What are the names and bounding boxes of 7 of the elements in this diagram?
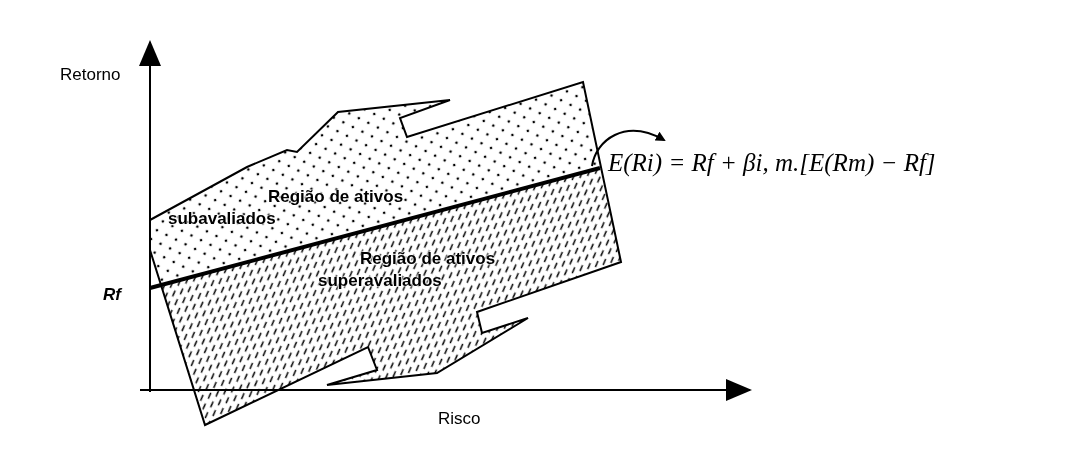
axis-label: Retorno — [60, 64, 121, 86]
region-label: Região de ativos subavaliados — [168, 186, 405, 230]
formula: E(Ri) = Rf + βi, m.[E(Rm) − Rf] — [608, 148, 936, 178]
curved-arrow — [591, 130, 666, 167]
market-line — [149, 166, 601, 290]
axis-label: Risco — [438, 408, 481, 430]
axis-label: Rf — [103, 284, 121, 306]
